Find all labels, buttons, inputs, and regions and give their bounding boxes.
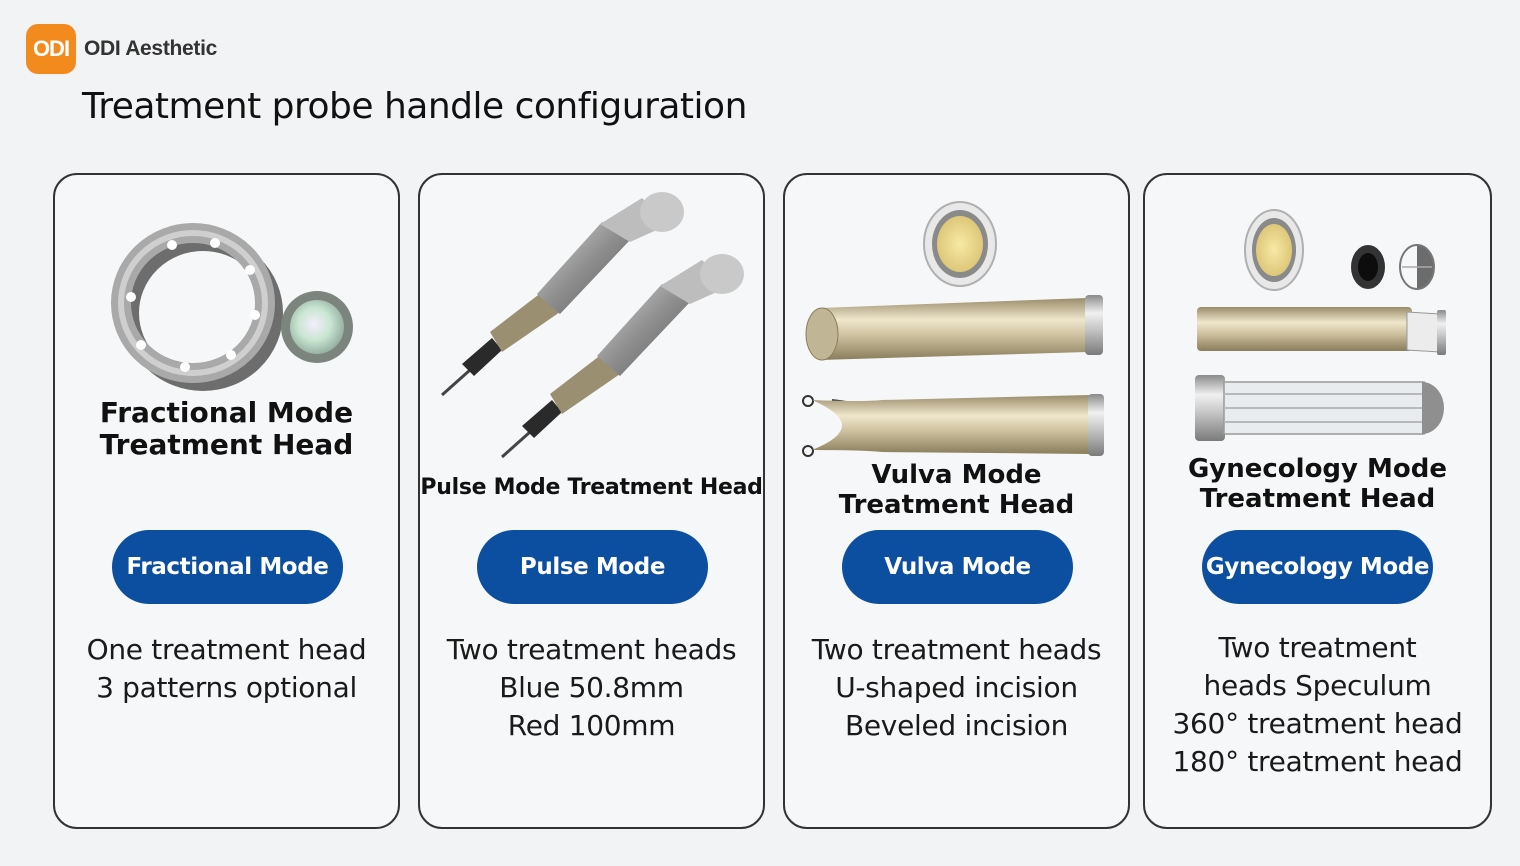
card-fractional-mode: Fractional Mode Treatment Head Fractiona…	[53, 173, 400, 829]
card-description: Two treatment heads Speculum 360° treatm…	[1172, 631, 1463, 778]
pen-handpiece-icon	[441, 192, 744, 459]
gynecology-probe-icon	[1195, 209, 1446, 441]
card-caption: Vulva Mode Treatment Head	[838, 460, 1075, 520]
card-description: Two treatment heads Blue 50.8mm Red 100m…	[446, 633, 737, 742]
card-caption: Fractional Mode Treatment Head	[99, 396, 354, 462]
brand-name: ODI Aesthetic	[84, 37, 218, 60]
pulse-mode-button[interactable]: Pulse Mode	[477, 530, 708, 604]
card-caption: Gynecology Mode Treatment Head	[1187, 454, 1448, 514]
ring-head-and-lens-icon	[111, 223, 353, 391]
card-gynecology-mode: Gynecology Mode Treatment Head Gynecolog…	[1143, 173, 1492, 829]
brand: ODI ODI Aesthetic	[26, 24, 217, 74]
fractional-mode-button[interactable]: Fractional Mode	[112, 530, 343, 604]
page-title: Treatment probe handle configuration	[82, 86, 747, 127]
card-caption: Pulse Mode Treatment Head	[420, 475, 763, 500]
card-pulse-mode: Pulse Mode Treatment Head Pulse Mode Two…	[418, 173, 765, 829]
brand-logo-icon: ODI	[26, 24, 76, 74]
card-vulva-mode: Vulva Mode Treatment Head Vulva Mode Two…	[783, 173, 1130, 829]
card-description: Two treatment heads U-shaped incision Be…	[811, 633, 1102, 742]
vulva-probe-icon	[802, 201, 1104, 457]
vulva-mode-button[interactable]: Vulva Mode	[842, 530, 1073, 604]
card-description: One treatment head 3 patterns optional	[86, 633, 367, 704]
gynecology-mode-button[interactable]: Gynecology Mode	[1202, 530, 1433, 604]
